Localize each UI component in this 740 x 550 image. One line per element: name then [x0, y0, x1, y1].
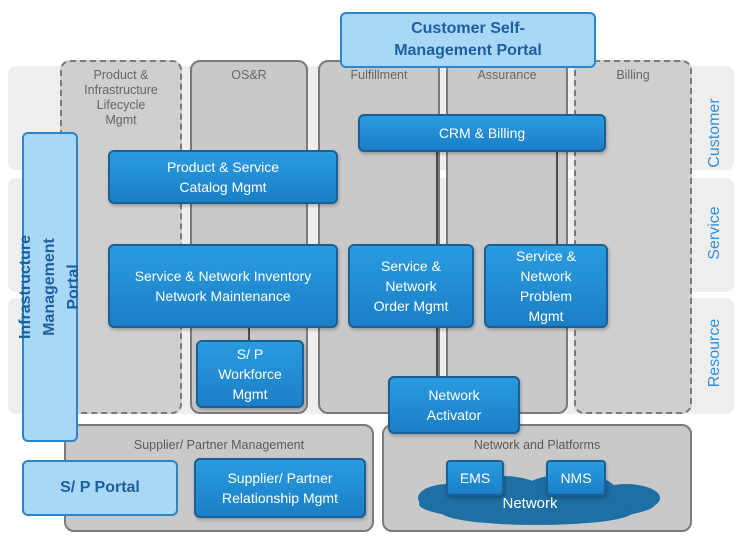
column-title-osr: OS&R — [231, 68, 267, 82]
workforce-mgmt-box[interactable]: S/ P Workforce Mgmt — [196, 340, 304, 408]
network-activator-box[interactable]: Network Activator — [388, 376, 520, 434]
ems-box[interactable]: EMS — [446, 460, 504, 496]
column-title-assurance: Assurance — [477, 68, 537, 82]
customer-self-management-portal[interactable]: Customer Self- Management Portal — [340, 12, 596, 68]
sp-portal[interactable]: S/ P Portal — [22, 460, 178, 516]
layer-label-resource: Resource — [706, 318, 723, 388]
column-title-product: Product & Infrastructure Lifecycle Mgmt — [84, 68, 158, 127]
problem-mgmt-box[interactable]: Service & Network Problem Mgmt — [484, 244, 608, 328]
order-mgmt-box[interactable]: Service & Network Order Mgmt — [348, 244, 474, 328]
infrastructure-portal-label: Infrastructure Management Portal — [17, 234, 82, 340]
nms-box[interactable]: NMS — [546, 460, 606, 496]
layer-label-customer: Customer — [706, 98, 723, 168]
supplier-relationship-box[interactable]: Supplier/ Partner Relationship Mgmt — [194, 458, 366, 518]
column-title-fulfillment: Fulfillment — [350, 68, 408, 82]
catalog-mgmt-box[interactable]: Product & Service Catalog Mgmt — [108, 150, 338, 204]
layer-label-service: Service — [706, 206, 723, 260]
supplier-panel-title: Supplier/ Partner Management — [133, 438, 305, 452]
column-title-billing: Billing — [616, 68, 650, 82]
inventory-maintenance-box[interactable]: Service & Network Inventory Network Main… — [108, 244, 338, 328]
network-cloud-label: Network — [502, 495, 558, 512]
column-product-lifecycle: Product & Infrastructure Lifecycle Mgmt — [60, 60, 182, 414]
infrastructure-management-portal[interactable]: Infrastructure Management Portal — [17, 132, 82, 442]
network-panel-title: Network and Platforms — [473, 438, 601, 452]
crm-billing-box[interactable]: CRM & Billing — [358, 114, 606, 152]
connector-assurance — [556, 150, 558, 246]
